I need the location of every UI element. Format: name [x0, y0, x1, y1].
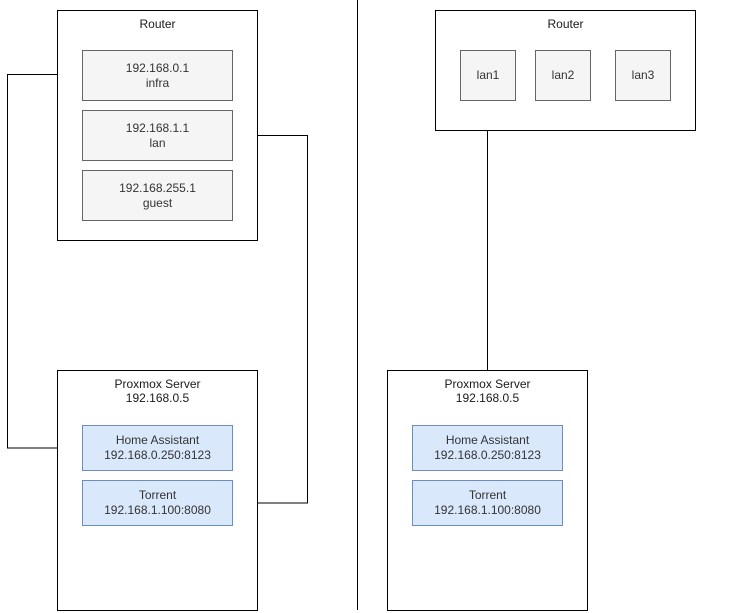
right-torrent-service: Torrent 192.168.1.100:8080 — [412, 480, 563, 526]
right-torrent-address: 192.168.1.100:8080 — [434, 503, 541, 517]
right-router-box: Router lan1 lan2 lan3 — [435, 10, 696, 131]
left-home-assistant-address: 192.168.0.250:8123 — [104, 448, 211, 462]
right-home-assistant-address: 192.168.0.250:8123 — [434, 448, 541, 462]
left-server-box: Proxmox Server 192.168.0.5 Home Assistan… — [57, 370, 258, 611]
left-server-ip: 192.168.0.5 — [125, 391, 190, 405]
lan-network-name: lan — [149, 135, 166, 150]
infra-network-name: infra — [145, 75, 170, 90]
lan3-port-label: lan3 — [631, 68, 655, 82]
left-torrent-name: Torrent — [138, 488, 177, 502]
infra-network-ip: 192.168.0.1 — [125, 60, 190, 75]
infra-network: 192.168.0.1 infra — [82, 50, 233, 101]
lan-network: 192.168.1.1 lan — [82, 110, 233, 161]
right-home-assistant-service: Home Assistant 192.168.0.250:8123 — [412, 425, 563, 471]
left-router-box: Router 192.168.0.1 infra 192.168.1.1 lan… — [57, 10, 258, 241]
left-home-assistant-service: Home Assistant 192.168.0.250:8123 — [82, 425, 233, 471]
left-router-title: Router — [139, 17, 176, 31]
guest-network-name: guest — [142, 195, 173, 210]
right-router-title: Router — [547, 17, 584, 31]
left-home-assistant-name: Home Assistant — [115, 433, 200, 447]
right-server-box: Proxmox Server 192.168.0.5 Home Assistan… — [387, 370, 588, 611]
right-torrent-name: Torrent — [468, 488, 507, 502]
left-torrent-address: 192.168.1.100:8080 — [104, 503, 211, 517]
right-server-ip: 192.168.0.5 — [455, 391, 520, 405]
left-server-title: Proxmox Server — [114, 377, 201, 391]
guest-network: 192.168.255.1 guest — [82, 170, 233, 221]
lan2-port-label: lan2 — [551, 68, 575, 82]
right-server-title: Proxmox Server — [444, 377, 531, 391]
right-home-assistant-name: Home Assistant — [445, 433, 530, 447]
lan3-port: lan3 — [615, 50, 671, 101]
lan1-port-label: lan1 — [476, 68, 500, 82]
lan-network-ip: 192.168.1.1 — [125, 120, 190, 135]
left-torrent-service: Torrent 192.168.1.100:8080 — [82, 480, 233, 526]
lan2-port: lan2 — [535, 50, 591, 101]
lan1-port: lan1 — [460, 50, 516, 101]
guest-network-ip: 192.168.255.1 — [119, 180, 196, 195]
